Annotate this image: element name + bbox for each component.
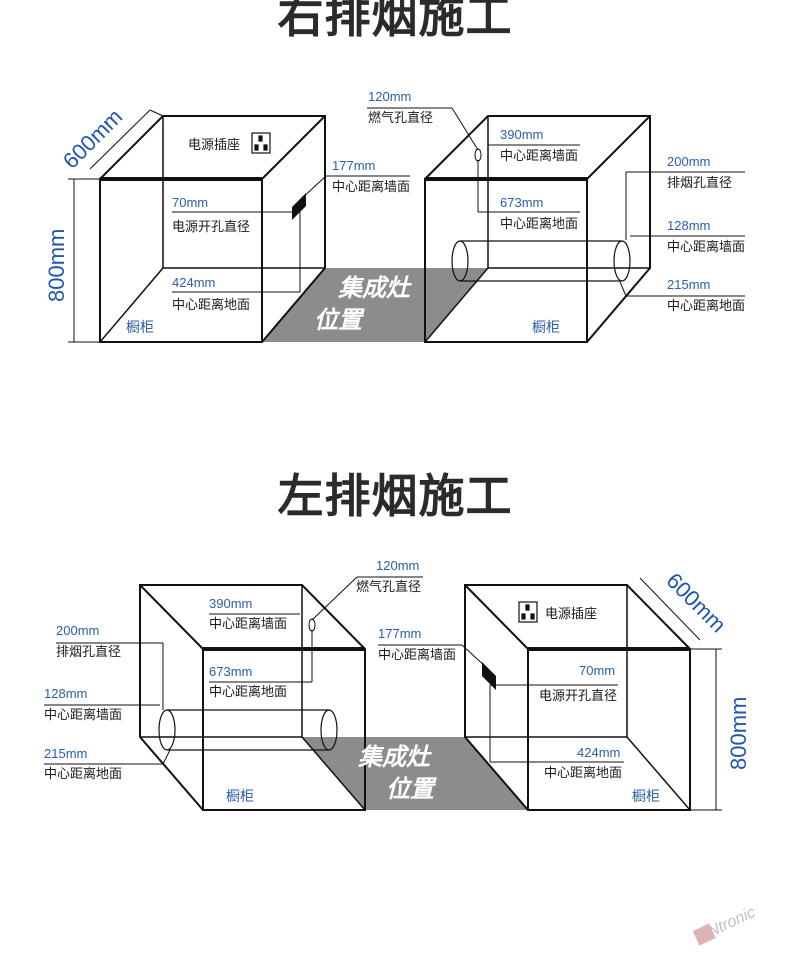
- gas-floor-desc: 中心距离地面: [500, 216, 578, 232]
- gas-wall-value: 390mm: [500, 127, 543, 142]
- stove-label-line1: 集成灶: [337, 274, 412, 302]
- socket-icon: [518, 601, 538, 623]
- socket-icon: [251, 132, 271, 154]
- socket-hole-value: 70mm: [172, 195, 208, 210]
- depth-label: 600mm: [661, 568, 731, 638]
- gas-hole-desc: 燃气孔直径: [368, 110, 433, 126]
- cabinet-label-left: 橱柜: [226, 789, 254, 805]
- smoke-hole-desc: 排烟孔直径: [667, 176, 732, 191]
- right-cabinet: [424, 115, 651, 343]
- gas-wall-desc: 中心距离墙面: [209, 616, 287, 632]
- socket-wall-value: 177mm: [378, 626, 421, 641]
- gas-floor-value: 673mm: [209, 664, 252, 679]
- stove-label-line2: 位置: [314, 306, 365, 334]
- socket-hole-value: 70mm: [579, 663, 615, 678]
- smoke-hole-desc: 排烟孔直径: [56, 645, 121, 660]
- cabinet-label-right: 橱柜: [532, 320, 560, 336]
- depth-dimension: [639, 577, 701, 641]
- smoke-floor-value: 215mm: [667, 277, 710, 292]
- exhaust-pipe: [451, 240, 631, 282]
- height-label: 800mm: [44, 229, 69, 302]
- stove-label-line1: 集成灶: [357, 743, 432, 771]
- smoke-floor-value: 215mm: [44, 746, 87, 761]
- socket-hole-desc: 电源开孔直径: [539, 689, 617, 704]
- gas-hole-value: 120mm: [376, 558, 419, 573]
- smoke-wall-desc: 中心距离墙面: [667, 239, 745, 255]
- leader-lines: [44, 576, 624, 765]
- socket-label: 电源插座: [545, 607, 597, 622]
- watermark-text: CNtronic: [695, 904, 759, 946]
- smoke-hole-value: 200mm: [56, 623, 99, 638]
- smoke-hole-value: 200mm: [667, 154, 710, 169]
- gas-hole: [474, 148, 482, 162]
- socket-floor-desc: 中心距离地面: [544, 765, 622, 781]
- gas-hole-value: 120mm: [368, 89, 411, 104]
- left-cabinet: [99, 115, 326, 343]
- gas-wall-desc: 中心距离墙面: [500, 148, 578, 164]
- depth-dimension: [89, 109, 164, 170]
- socket-wall-value: 177mm: [332, 158, 375, 173]
- right-exhaust-title: 右排烟施工: [277, 0, 513, 43]
- socket-label: 电源插座: [188, 138, 240, 153]
- socket-hole-desc: 电源开孔直径: [172, 220, 250, 235]
- socket-wall-desc: 中心距离墙面: [378, 647, 456, 663]
- leader-lines: [172, 107, 745, 297]
- socket-floor-value: 424mm: [172, 275, 215, 290]
- cabinet-label-right: 橱柜: [632, 789, 660, 805]
- gas-wall-value: 390mm: [209, 596, 252, 611]
- exhaust-pipe: [158, 709, 338, 751]
- height-label: 800mm: [726, 697, 751, 770]
- smoke-wall-value: 128mm: [44, 686, 87, 701]
- socket-hole-marker: [292, 193, 306, 220]
- height-dimension: [690, 648, 722, 811]
- stove-position-area: [262, 268, 488, 342]
- socket-hole-marker: [482, 662, 496, 690]
- left-exhaust-diagram: [44, 576, 722, 811]
- gas-hole-desc: 燃气孔直径: [356, 579, 421, 595]
- stove-position-area: [302, 737, 528, 810]
- stove-label-line2: 位置: [386, 775, 437, 803]
- socket-floor-desc: 中心距离地面: [172, 297, 250, 313]
- smoke-wall-value: 128mm: [667, 218, 710, 233]
- smoke-floor-desc: 中心距离地面: [44, 766, 122, 782]
- brand-watermark: CNtronic: [692, 904, 759, 946]
- smoke-floor-desc: 中心距离地面: [667, 298, 745, 314]
- height-dimension: [68, 178, 100, 343]
- socket-floor-value: 424mm: [577, 745, 620, 760]
- right-exhaust-diagram: [68, 107, 745, 343]
- gas-floor-desc: 中心距离地面: [209, 684, 287, 700]
- left-exhaust-title: 左排烟施工: [277, 469, 513, 523]
- gas-hole: [308, 618, 316, 632]
- right-cabinet: [464, 584, 691, 811]
- cabinet-label-left: 橱柜: [126, 320, 154, 336]
- gas-floor-value: 673mm: [500, 195, 543, 210]
- socket-wall-desc: 中心距离墙面: [332, 179, 410, 195]
- smoke-wall-desc: 中心距离墙面: [44, 707, 122, 723]
- left-cabinet: [139, 584, 366, 811]
